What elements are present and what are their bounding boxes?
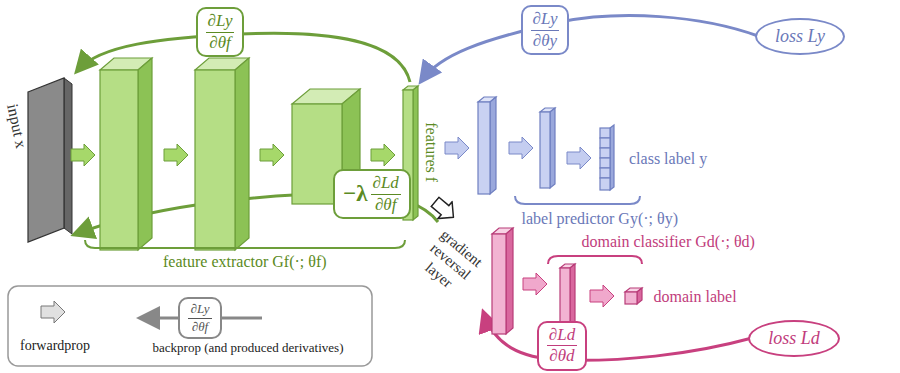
forward-arrow xyxy=(371,144,395,166)
numerator-text: ∂Ld xyxy=(371,174,401,195)
output-face xyxy=(625,292,637,304)
features-label: features f xyxy=(422,122,440,182)
backprop-curve xyxy=(484,314,752,360)
fraction: ∂Ly∂θf xyxy=(188,302,211,334)
denominator-text: ∂θd xyxy=(547,346,576,366)
branch-arrow xyxy=(428,193,461,225)
output-label: class label y xyxy=(629,150,707,168)
node-text: loss Ly xyxy=(775,26,825,47)
predictor-bracket xyxy=(515,196,640,204)
part-label: label predictor Gy(·; θy) xyxy=(522,210,679,228)
output-label: domain label xyxy=(654,288,737,306)
gradient-box: ∂Ly∂θy xyxy=(521,5,570,55)
numerator-text: ∂Ld xyxy=(547,326,577,347)
legend-forward-arrow xyxy=(41,301,65,323)
denominator-text: ∂θf xyxy=(373,195,398,215)
backprop-curve xyxy=(422,16,758,80)
numerator-text: ∂Ly xyxy=(188,302,211,318)
part-label: domain classifier Gd(·; θd) xyxy=(582,233,755,251)
gradient-box: ∂Ly∂θf xyxy=(196,7,245,57)
part-label: feature extractor Gf(·; θf) xyxy=(163,253,327,271)
fraction: ∂Ly∂θf xyxy=(206,12,235,52)
layer-side xyxy=(490,97,496,194)
input-label: input x xyxy=(2,102,29,150)
output-cell xyxy=(600,128,610,138)
layer-side xyxy=(506,228,513,334)
fraction: ∂Ld∂θf xyxy=(371,174,401,214)
fraction: ∂Ly∂θy xyxy=(531,10,560,50)
extractor-bracket xyxy=(85,240,405,248)
predictor-layers xyxy=(478,97,614,194)
denominator-text: ∂θf xyxy=(207,33,232,53)
layer-label: gradient reversal layer xyxy=(410,222,491,301)
loss-ellipse: loss Ly xyxy=(755,18,845,55)
fraction: ∂Ld∂θd xyxy=(547,326,577,366)
denominator-text: ∂θy xyxy=(531,31,559,51)
node-text: loss Ld xyxy=(768,328,820,349)
forward-arrow xyxy=(567,147,591,169)
output-cell xyxy=(600,168,610,178)
feature-side xyxy=(413,86,418,220)
forward-arrow xyxy=(260,144,284,166)
legend-gradient-box: ∂Ly∂θf xyxy=(178,297,221,339)
forward-arrow xyxy=(523,273,547,295)
forward-arrows xyxy=(445,137,591,169)
input-face xyxy=(28,78,64,242)
layer-face xyxy=(195,70,235,250)
factor-text: −λ xyxy=(343,181,367,207)
layer-face xyxy=(540,112,550,188)
forward-arrow xyxy=(71,144,95,166)
output-cell xyxy=(600,148,610,158)
output-side xyxy=(637,288,642,304)
conv-layers xyxy=(100,58,418,250)
classifier-bracket xyxy=(548,256,642,264)
reversed-gradient-box: −λ∂Ld∂θf xyxy=(333,169,411,219)
output-cell xyxy=(600,158,610,168)
output-cell xyxy=(600,138,610,148)
forward-arrows xyxy=(523,273,614,307)
layer-face xyxy=(492,234,506,334)
layer-face xyxy=(100,70,138,250)
forward-arrow xyxy=(509,137,533,159)
forward-arrow xyxy=(590,285,614,307)
numerator-text: ∂Ly xyxy=(206,12,235,33)
input-slab xyxy=(28,78,72,242)
layer-face xyxy=(478,102,490,194)
loss-ellipse: loss Ld xyxy=(748,320,840,357)
layer-side xyxy=(138,58,152,250)
forward-arrows xyxy=(71,144,395,166)
forward-arrow xyxy=(164,144,188,166)
gradient-box: ∂Ld∂θd xyxy=(537,321,587,371)
denominator-text: ∂θf xyxy=(190,319,210,334)
numerator-text: ∂Ly xyxy=(531,10,560,31)
output-cell xyxy=(600,178,610,190)
legend-text: backprop (and produced derivatives) xyxy=(153,341,344,356)
layer-side xyxy=(550,108,555,188)
branch-arrow-shape xyxy=(428,193,461,225)
legend-frame xyxy=(8,286,372,366)
layer-side xyxy=(235,58,249,250)
legend-text: forwardprop xyxy=(20,338,90,354)
forward-arrow xyxy=(445,137,469,159)
